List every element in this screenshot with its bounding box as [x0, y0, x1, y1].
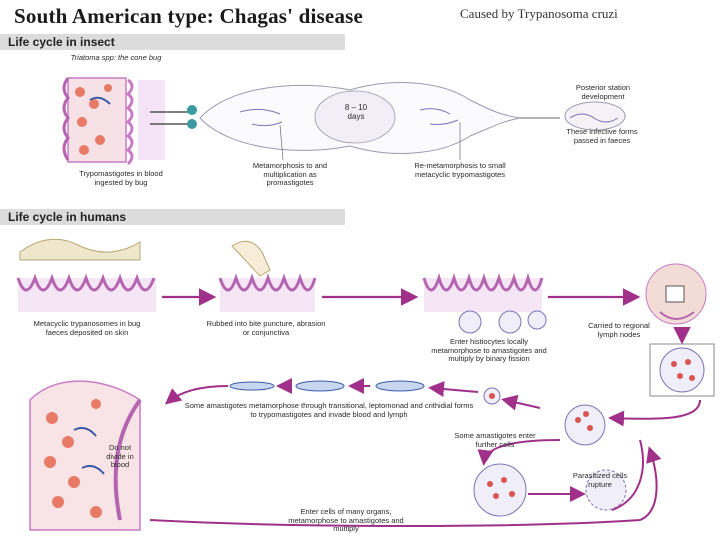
- infected-cells-cluster: [473, 404, 627, 517]
- posterior-station-label: Posterior station development: [575, 83, 631, 101]
- trypomastigote-forms: [229, 380, 501, 405]
- rubbed-label: Rubbed into bite puncture, abrasion or c…: [206, 319, 326, 337]
- lymph-node: [645, 263, 707, 325]
- some-amastigotes-label: Some amastigotes metamorphose through tr…: [184, 401, 474, 419]
- bug-label: Triatoma spp: the cone bug: [70, 53, 162, 62]
- insect-tissue-folds: [125, 78, 165, 166]
- skin-panel-3: [422, 272, 547, 334]
- enter-cells-label: Enter cells of many organs, metamorphose…: [288, 507, 404, 533]
- days-label: 8 – 10 days: [344, 103, 368, 121]
- enter-further-cells-label: Some amastigotes enter further cells: [454, 431, 536, 449]
- infected-cell-box: [649, 343, 715, 397]
- carried-label: Carried to regional lymph nodes: [588, 321, 650, 339]
- metamorphosis-label: Metamorphosis to and multiplication as p…: [252, 161, 328, 187]
- insect-section-header: Life cycle in insect: [0, 34, 345, 50]
- human-section-header: Life cycle in humans: [0, 209, 345, 225]
- skin-panel-2: [218, 240, 317, 312]
- page-subtitle: Caused by Trypanosoma cruzi: [460, 6, 618, 21]
- infective-forms-label: These infective forms passed in faeces: [566, 127, 638, 145]
- metacyclic-label: Metacyclic trypanosomes in bug faeces de…: [33, 319, 141, 337]
- trypomastigotes-in-blood-label: Trypomastigotes in blood ingested by bug: [79, 169, 163, 187]
- parasitized-cells-label: Parasitized cells rupture: [572, 471, 628, 489]
- skin-panel-1: [16, 238, 156, 312]
- histiocytes-label: Enter histiocytes locally metamorphose t…: [431, 337, 547, 363]
- do-not-divide-label: Do not divide in blood: [106, 443, 134, 469]
- host-blood-vessel: [29, 380, 142, 531]
- insect-blood-vessel: [62, 77, 127, 163]
- remetamorphosis-label: Re-metamorphosis to small metacyclic try…: [414, 161, 506, 179]
- page-title: South American type: Chagas' disease: [14, 4, 364, 28]
